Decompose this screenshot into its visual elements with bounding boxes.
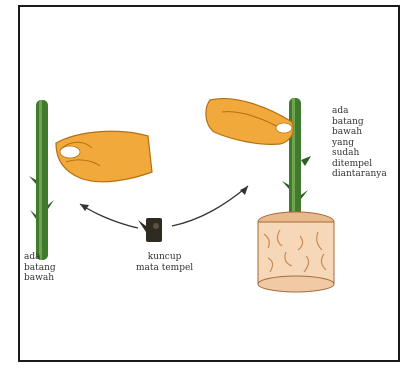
left-stem: [29, 100, 54, 260]
pot: [258, 212, 334, 292]
right-hand: [206, 99, 293, 145]
left-stem-label: ada batang bawah: [24, 252, 56, 284]
right-stem: [282, 98, 311, 228]
arrow-left: [80, 204, 138, 228]
right-stem-label: ada batang bawah yang sudah ditempel dia…: [332, 106, 387, 180]
center-bud-label: kuncup mata tempel: [136, 252, 193, 273]
arrow-right: [172, 186, 248, 226]
left-hand: [56, 131, 152, 182]
bud-chip: [138, 218, 162, 242]
